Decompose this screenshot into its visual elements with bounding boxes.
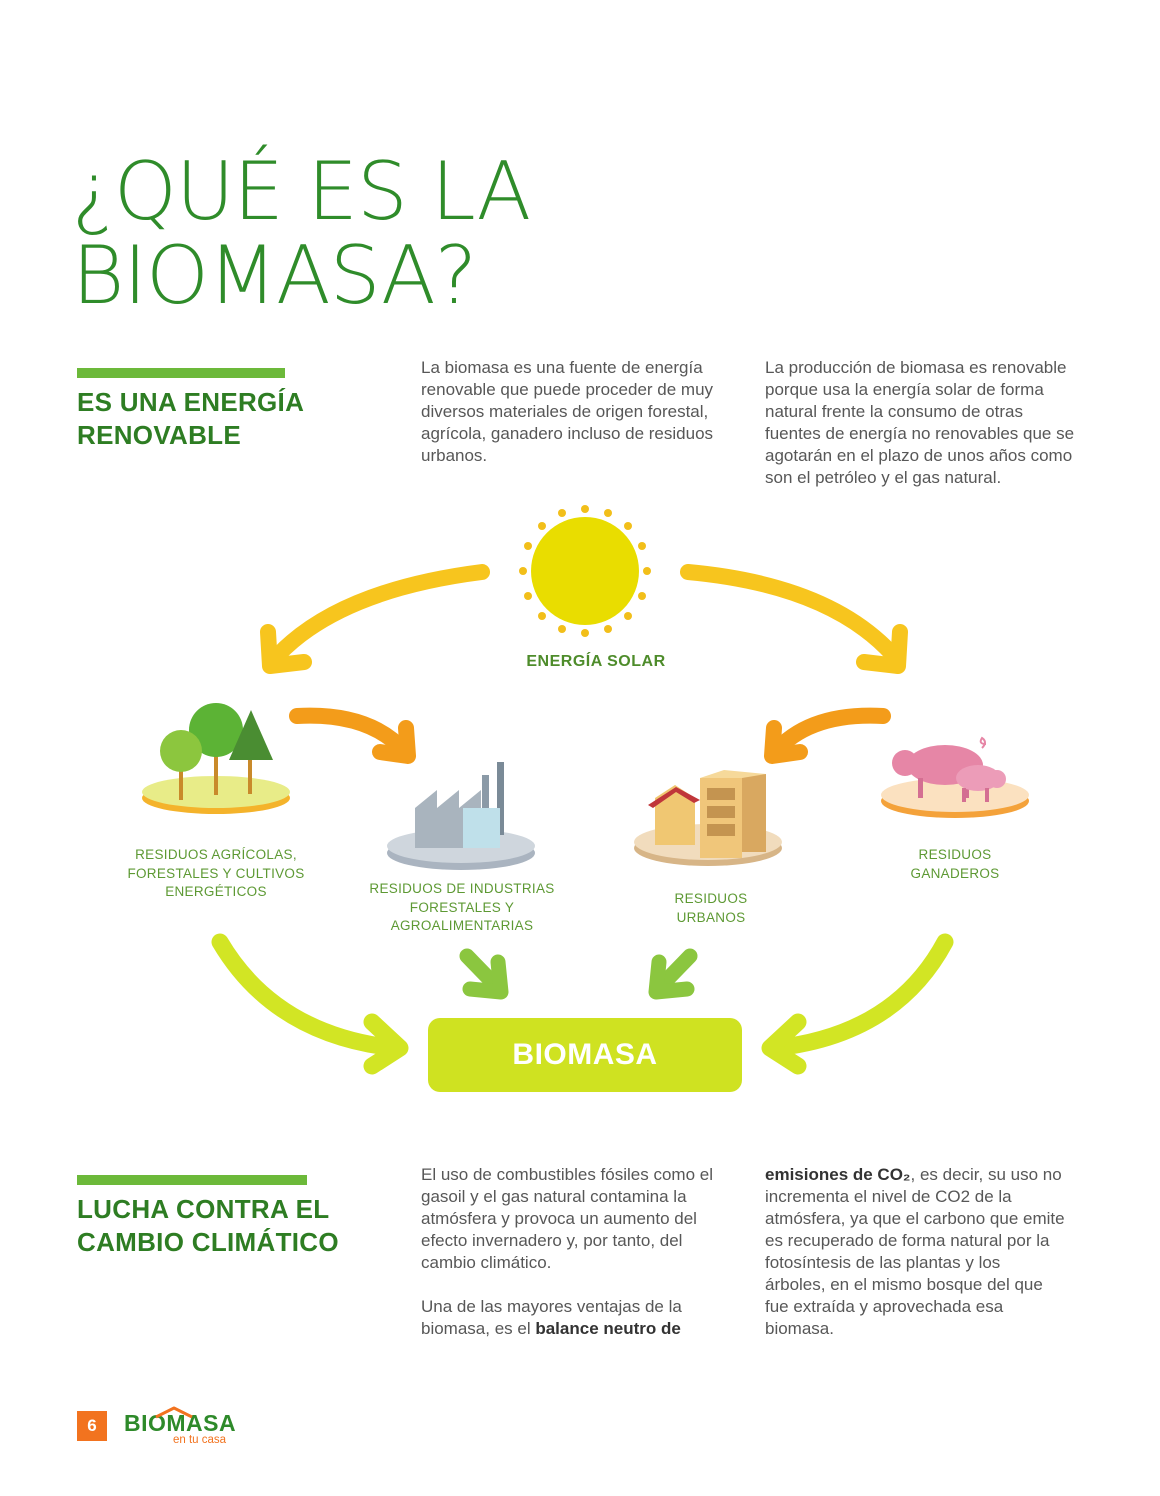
- section2-paragraph-1: El uso de combustibles fósiles como el g…: [421, 1165, 713, 1272]
- arrow-urban-to-biomass: [648, 948, 698, 1000]
- label-agricultural-residues: RESIDUOS AGRÍCOLAS, FORESTALES Y CULTIVO…: [116, 846, 316, 902]
- label-line: AGROALIMENTARIAS: [390, 918, 534, 933]
- paragraph-bold-text: emisiones de CO₂: [765, 1165, 911, 1184]
- arrow-right-to-biomass: [761, 933, 954, 1075]
- trees-icon: [142, 703, 290, 814]
- pigs-icon: [881, 736, 1029, 818]
- logo: BIOMASA: [124, 1410, 236, 1437]
- sun-icon: [519, 505, 651, 637]
- label-line: RESIDUOS DE INDUSTRIAS: [369, 881, 555, 896]
- section1-paragraph-2: La producción de biomasa es renovable po…: [765, 358, 1075, 487]
- logo-roof-icon: [155, 1406, 193, 1419]
- arrow-left-to-biomass: [211, 933, 409, 1075]
- logo-subtitle: en tu casa: [173, 1434, 227, 1446]
- section1-heading-line1: ES UNA ENERGÍA: [77, 387, 305, 417]
- label-line: RESIDUOS: [674, 891, 748, 906]
- label-line: FORESTALES Y: [409, 899, 515, 915]
- label-line: RESIDUOS: [918, 847, 992, 862]
- label-line: ENERGÉTICOS: [165, 884, 267, 899]
- page-title-line2: BIOMASA?: [72, 229, 477, 322]
- page-title-line1: ¿QUÉ ES LA: [72, 145, 531, 238]
- houses-icon: [634, 770, 782, 866]
- section2-accent-bar: [77, 1175, 307, 1185]
- arrow-sun-to-left: [260, 564, 490, 674]
- page-number: 6: [77, 1411, 107, 1441]
- section2-heading-line2: CAMBIO CLIMÁTICO: [77, 1227, 339, 1257]
- section1-paragraph-1: La biomasa es una fuente de energía reno…: [421, 358, 714, 465]
- section2-paragraph-2: Una de las mayores ventajas de la biomas…: [421, 1296, 721, 1340]
- factory-icon: [387, 762, 535, 870]
- section1-heading-line2: RENOVABLE: [77, 420, 242, 450]
- label-line: URBANOS: [676, 909, 746, 925]
- arrow-livestock-to-urban: [764, 707, 891, 764]
- label-urban-residues: RESIDUOS URBANOS: [631, 890, 791, 927]
- paragraph-bold-text: balance neutro de: [535, 1319, 681, 1338]
- biomass-center-label: BIOMASA: [512, 1038, 658, 1071]
- arrow-industry-to-biomass: [459, 948, 509, 1000]
- page-title: ¿QUÉ ES LA BIOMASA?: [72, 150, 632, 318]
- label-line: GANADEROS: [910, 865, 1000, 881]
- arrow-agricultural-to-industry: [289, 707, 416, 764]
- paragraph-text: Una de las mayores ventajas de la biomas…: [421, 1297, 682, 1338]
- section1-accent-bar: [77, 368, 285, 378]
- label-industry-residues: RESIDUOS DE INDUSTRIAS FORESTALES Y AGRO…: [362, 880, 562, 936]
- section2-heading-line1: LUCHA CONTRA EL: [77, 1194, 330, 1224]
- section2-column-1: El uso de combustibles fósiles como el g…: [421, 1164, 721, 1340]
- section2-column-2: emisiones de CO₂, es decir, su uso no in…: [765, 1164, 1065, 1340]
- arrow-sun-to-right: [680, 564, 908, 674]
- label-line: FORESTALES Y CULTIVOS: [127, 865, 305, 881]
- solar-energy-label: ENERGÍA SOLAR: [526, 653, 666, 670]
- label-livestock-residues: RESIDUOS GANADEROS: [875, 846, 1035, 883]
- section2-heading: LUCHA CONTRA EL CAMBIO CLIMÁTICO: [77, 1193, 397, 1259]
- biomass-center-box: BIOMASA: [428, 1018, 742, 1092]
- section1-heading: ES UNA ENERGÍA RENOVABLE: [77, 386, 377, 452]
- label-line: RESIDUOS AGRÍCOLAS,: [135, 847, 297, 862]
- paragraph-text: , es decir, su uso no incrementa el nive…: [765, 1165, 1065, 1338]
- logo-text: BIOMASA: [124, 1410, 237, 1436]
